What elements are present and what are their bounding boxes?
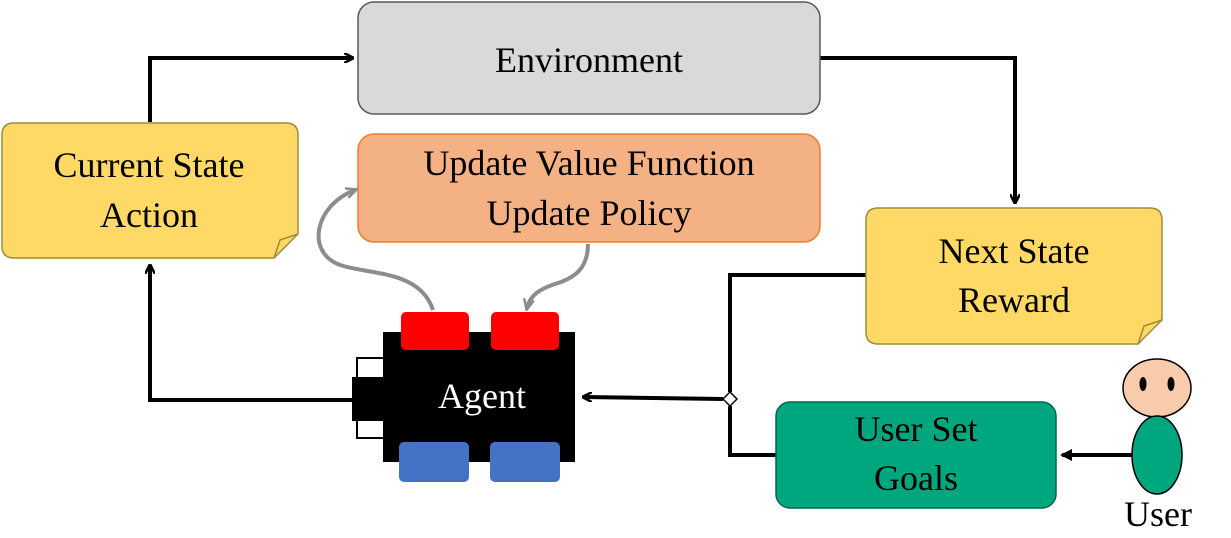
current-state-label-1: Current State [54, 145, 245, 185]
next-state-box [865, 207, 1163, 345]
current-state-box [1, 122, 299, 259]
agent-label: Agent [438, 376, 526, 416]
edge-goals-to-junction [728, 406, 776, 457]
junction-diamond [721, 390, 739, 408]
user-goals-node: User Set Goals [775, 401, 1057, 509]
user-figure: User [1122, 358, 1192, 534]
next-state-node: Next State Reward [865, 207, 1163, 345]
edge-junction-to-agent [584, 397, 724, 399]
current-state-node: Current State Action [1, 122, 299, 259]
update-node: Update Value Function Update Policy [357, 133, 821, 243]
update-box [357, 133, 821, 243]
agent-bottom-button-left [399, 442, 469, 482]
agent-side-port [352, 377, 388, 421]
update-label-1: Update Value Function [423, 143, 754, 183]
user-body [1131, 415, 1183, 495]
edge-agent-to-update [316, 190, 435, 311]
user-goals-label-1: User Set [855, 409, 978, 449]
environment-label: Environment [495, 40, 683, 80]
agent-node: Agent [352, 312, 575, 482]
user-label: User [1124, 494, 1192, 533]
user-eye-left [1139, 377, 1147, 391]
environment-node: Environment [357, 1, 821, 115]
agent-bottom-button-right [490, 442, 560, 482]
update-label-2: Update Policy [487, 193, 692, 233]
user-head [1122, 358, 1192, 418]
edge-update-to-agent [527, 243, 590, 308]
edge-environment-to-next-state [820, 56, 1015, 202]
next-state-label-2: Reward [958, 280, 1070, 320]
environment-box [357, 1, 821, 115]
edge-agent-to-current-state [150, 266, 352, 402]
agent-top-button-right [491, 312, 559, 350]
user-goals-label-2: Goals [874, 458, 958, 498]
edge-state-to-environment [148, 58, 352, 122]
edge-next-state-to-junction [728, 273, 866, 392]
user-eye-right [1167, 377, 1175, 391]
user-goals-box [775, 401, 1057, 509]
current-state-label-2: Action [100, 195, 198, 235]
next-state-label-1: Next State [939, 231, 1090, 271]
agent-top-button-left [401, 312, 469, 350]
agent-body [383, 332, 575, 462]
